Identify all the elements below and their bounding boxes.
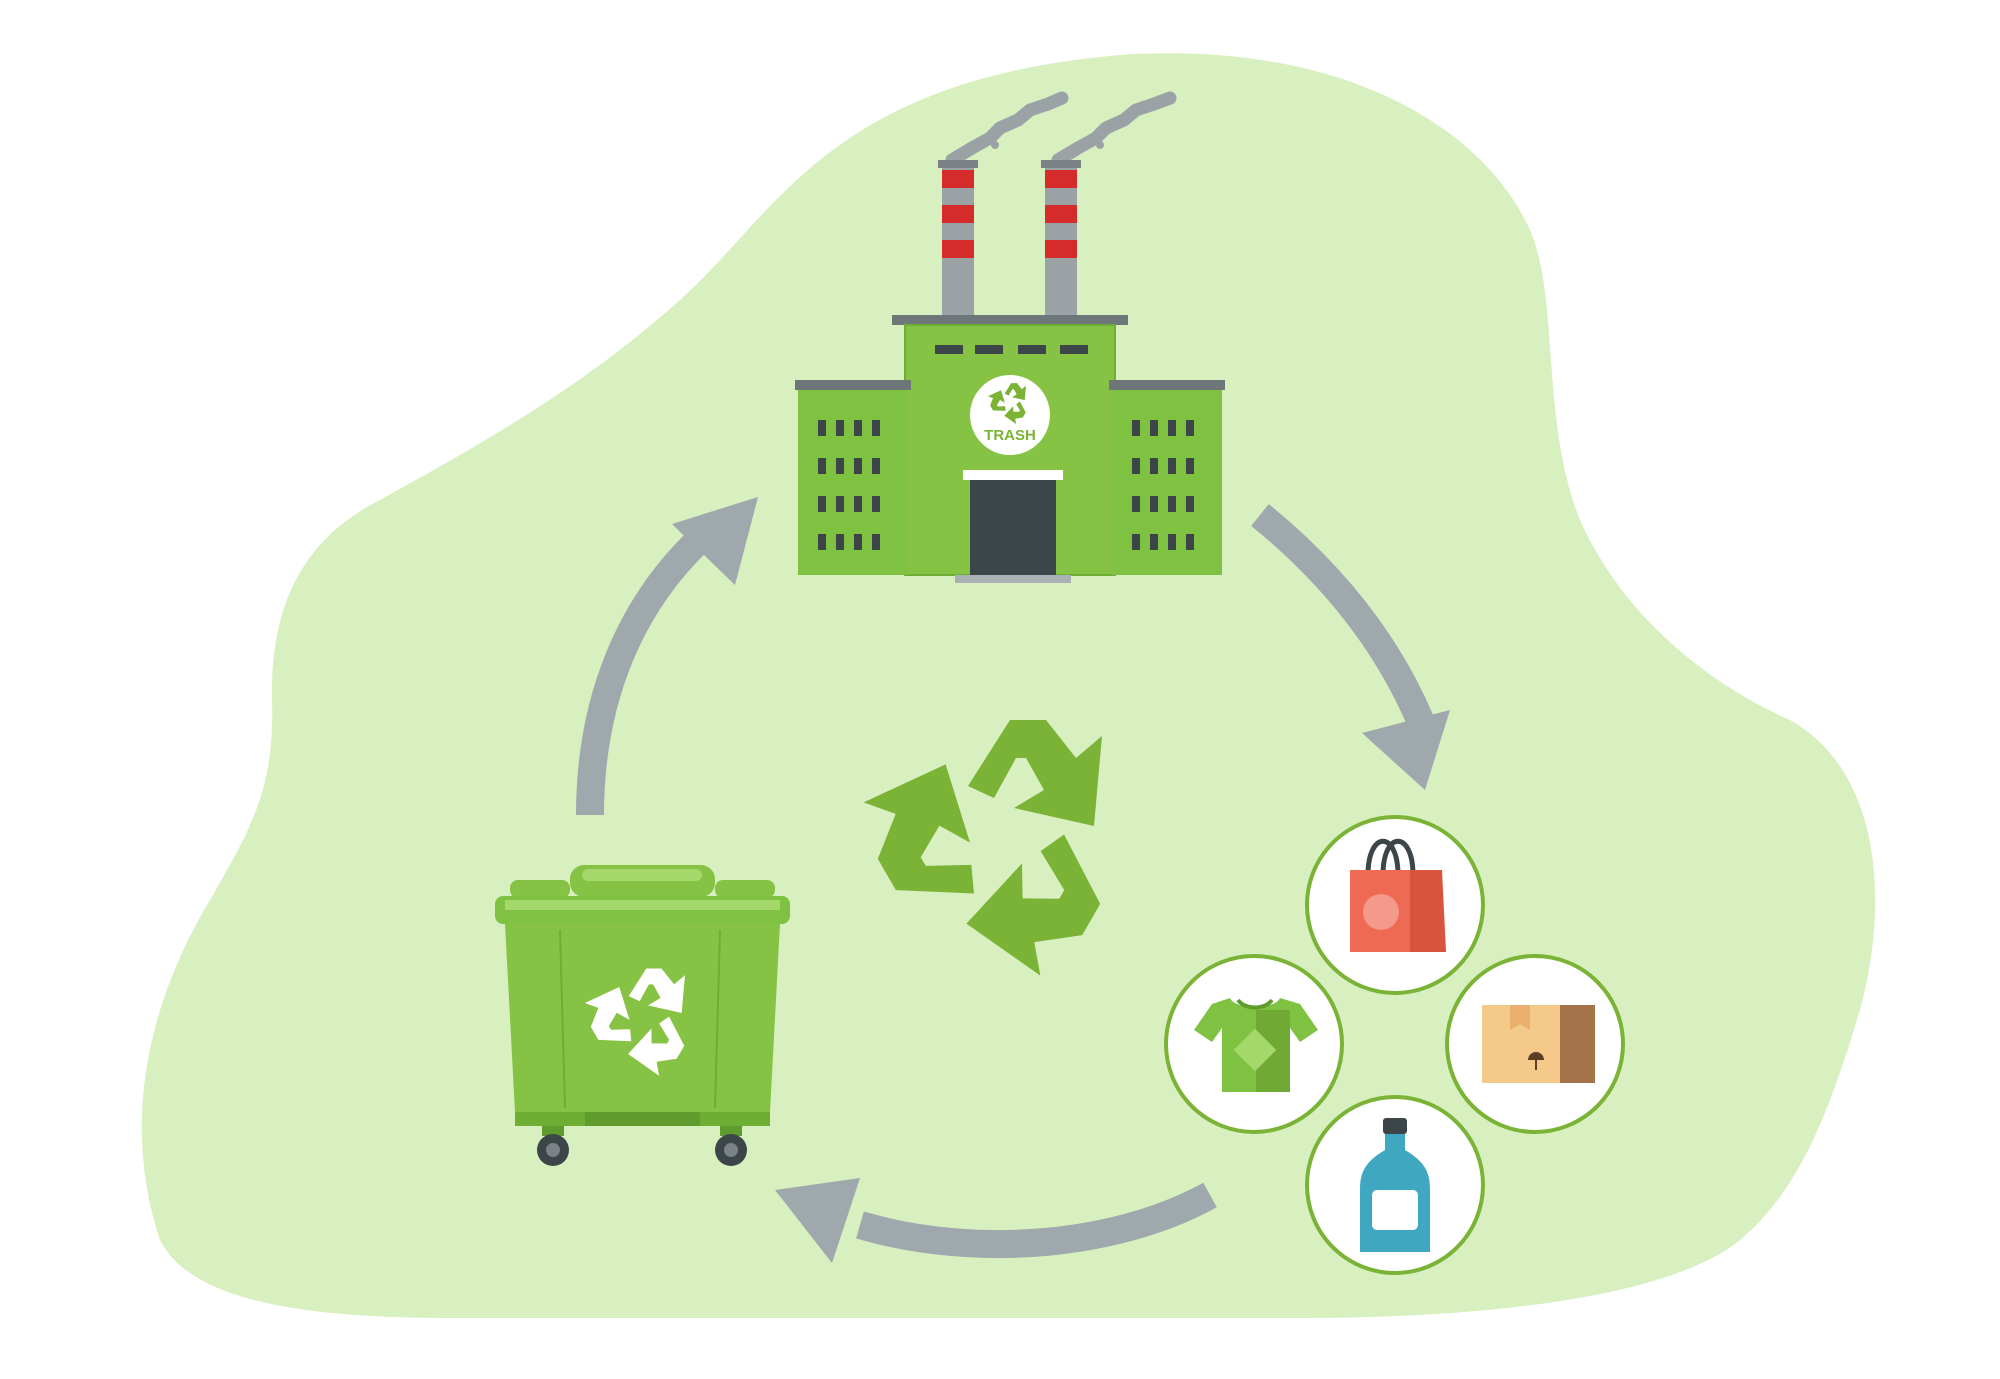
- arrow-factory-to-products: [1251, 504, 1450, 790]
- product-cardboard-box: [1445, 954, 1625, 1134]
- factory-sign-text: TRASH: [984, 427, 1036, 444]
- product-bottle: [1305, 1095, 1485, 1275]
- shopping-bag-icon: [1350, 839, 1446, 952]
- product-shopping-bag: [1305, 815, 1485, 995]
- t-shirt-icon: [1194, 998, 1318, 1092]
- factory-sign: TRASH: [970, 375, 1050, 455]
- background-blob: [141, 53, 1876, 1319]
- chimney-left: [938, 160, 978, 315]
- arrow-bin-to-factory: [576, 497, 758, 816]
- factory: TRASH: [795, 91, 1225, 583]
- smoke: [945, 91, 1177, 167]
- arrow-products-to-bin: [775, 1178, 1217, 1263]
- product-t-shirt: [1164, 954, 1344, 1134]
- cardboard-box-icon: [1482, 1005, 1595, 1083]
- chimney-right: [1041, 160, 1081, 315]
- recycling-bin: [495, 865, 790, 1166]
- bottle-icon: [1360, 1118, 1430, 1252]
